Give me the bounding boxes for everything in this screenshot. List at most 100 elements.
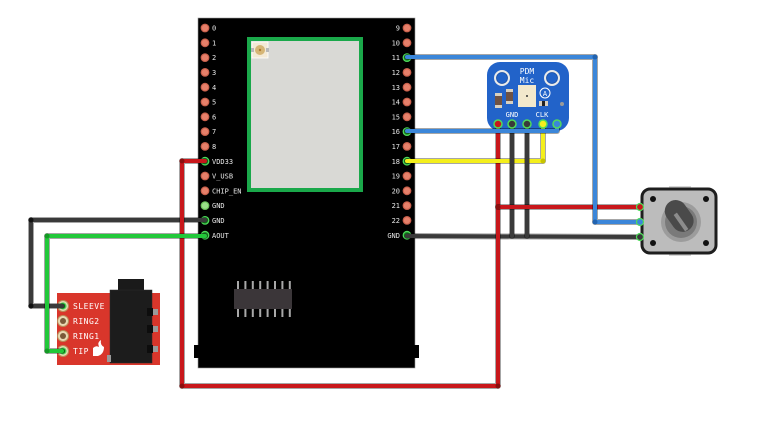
board-pin-left-11[interactable] bbox=[200, 186, 210, 196]
board-pin-label: 16 bbox=[392, 128, 400, 136]
ic-pin bbox=[274, 281, 276, 289]
pot-pin-header bbox=[635, 202, 645, 242]
board-pin-label: 9 bbox=[396, 25, 400, 33]
board-pin-label: GND bbox=[212, 202, 225, 210]
wire-bend-dot bbox=[179, 158, 185, 164]
board-pin-right-6[interactable] bbox=[402, 112, 412, 122]
board-pin-label: AOUT bbox=[212, 232, 230, 240]
ic-pin bbox=[274, 309, 276, 317]
board-pin-left-7[interactable] bbox=[200, 127, 210, 137]
board-pin-left-8[interactable] bbox=[200, 141, 210, 151]
pot-mount-hole bbox=[703, 196, 709, 202]
board-pin-right-11[interactable] bbox=[402, 186, 412, 196]
board-pin-left-5[interactable] bbox=[200, 97, 210, 107]
board-side-notch bbox=[194, 345, 419, 358]
board-pin-left-0[interactable] bbox=[200, 23, 210, 33]
mic-pin-label-gnd: GND bbox=[506, 111, 519, 119]
board-pin-label: 0 bbox=[212, 25, 216, 33]
board-pin-label: 4 bbox=[212, 84, 216, 92]
board-pin-label: 2 bbox=[212, 54, 216, 62]
ic-pin bbox=[237, 281, 239, 289]
board-pin-label: 3 bbox=[212, 69, 216, 77]
wire-gnd-to-pot[interactable] bbox=[404, 233, 643, 240]
mic-title-line2: Mic bbox=[520, 76, 535, 85]
pot-knob[interactable] bbox=[660, 196, 701, 242]
jack-pin-label: TIP bbox=[73, 347, 89, 356]
mic-pin-gnd[interactable] bbox=[507, 119, 517, 129]
board-pin-left-12[interactable] bbox=[200, 201, 210, 211]
board-pin-right-8[interactable] bbox=[402, 141, 412, 151]
ic-pin bbox=[259, 309, 262, 317]
wire-bend-dot bbox=[28, 303, 34, 309]
board-pin-left-10[interactable] bbox=[200, 171, 210, 181]
resistor-icon bbox=[495, 93, 502, 108]
microphone-sensor-icon bbox=[518, 85, 536, 107]
wire-bend-dot bbox=[44, 348, 50, 354]
pdm-mic-breakout[interactable]: PDM Mic A GND CLK bbox=[487, 62, 569, 131]
flame-logo-icon bbox=[93, 340, 104, 356]
board-pin-left-1[interactable] bbox=[200, 38, 210, 48]
ic-chip-body bbox=[234, 289, 292, 309]
capacitor-icon bbox=[539, 101, 548, 106]
board-pin-label: VDD33 bbox=[212, 158, 233, 166]
wire-bend-dot bbox=[28, 217, 34, 223]
pot-mount-hole bbox=[650, 196, 656, 202]
pot-pin-top[interactable] bbox=[635, 202, 645, 212]
mic-pin-1[interactable] bbox=[493, 119, 503, 129]
board-pin-label: 20 bbox=[392, 187, 400, 195]
board-pin-left-2[interactable] bbox=[200, 53, 210, 62]
board-pin-label: 5 bbox=[212, 99, 216, 107]
wire-bend-dot bbox=[592, 219, 598, 225]
pot-pin-middle[interactable] bbox=[635, 217, 645, 227]
board-pin-label: CHIP_EN bbox=[212, 187, 242, 195]
pot-pin-bottom[interactable] bbox=[635, 232, 645, 242]
board-pin-left-6[interactable] bbox=[200, 112, 210, 122]
board-pin-label: 18 bbox=[392, 158, 400, 166]
jack-pin-ring2[interactable] bbox=[60, 318, 66, 324]
jack-pin-ring1[interactable] bbox=[60, 333, 66, 339]
board-pin-right-3[interactable] bbox=[402, 67, 412, 77]
mic-pin-label-clk: CLK bbox=[536, 111, 549, 119]
wire-gpio11-to-pot[interactable] bbox=[404, 54, 643, 225]
ic-pin bbox=[281, 281, 284, 289]
board-pin-label: 1 bbox=[212, 39, 216, 47]
board-pin-label: 8 bbox=[212, 143, 216, 151]
ic-pin bbox=[266, 309, 269, 317]
board-pin-right-0[interactable] bbox=[402, 23, 412, 33]
ic-pin bbox=[251, 281, 254, 289]
mic-pin-5[interactable] bbox=[552, 119, 562, 129]
mic-pin-3[interactable] bbox=[522, 119, 532, 129]
wire-core bbox=[405, 234, 642, 239]
jack-pin-label: RING1 bbox=[73, 332, 100, 341]
board-pin-left-4[interactable] bbox=[200, 82, 210, 92]
board-pin-right-13[interactable] bbox=[402, 215, 412, 225]
adafruit-logo-icon bbox=[539, 87, 551, 99]
ic-pin bbox=[288, 281, 291, 289]
board-pin-right-5[interactable] bbox=[402, 97, 412, 107]
mic-title-line1: PDM bbox=[520, 67, 535, 76]
ic-pin bbox=[244, 281, 247, 289]
board-pin-label: 6 bbox=[212, 113, 216, 121]
wifi-module bbox=[247, 37, 363, 192]
module-shield bbox=[251, 41, 359, 188]
board-pin-right-4[interactable] bbox=[402, 82, 412, 92]
jack-pin-label: SLEEVE bbox=[73, 302, 105, 311]
board-pin-left-3[interactable] bbox=[200, 67, 210, 77]
wire-aout-to-tip[interactable] bbox=[44, 233, 208, 354]
board-pin-right-10[interactable] bbox=[402, 171, 412, 181]
board-pin-right-1[interactable] bbox=[402, 38, 412, 48]
board-pin-right-12[interactable] bbox=[402, 201, 412, 211]
mic-pin-clk[interactable] bbox=[538, 119, 548, 129]
wire-bend-dots bbox=[28, 54, 598, 389]
ic-pin bbox=[259, 281, 262, 289]
wire-bend-dot bbox=[495, 204, 501, 210]
potentiometer[interactable] bbox=[640, 186, 718, 256]
board-pin-label: 7 bbox=[212, 128, 216, 136]
board-pin-label: GND bbox=[212, 217, 225, 225]
wire-bend-dot bbox=[540, 158, 546, 164]
wire-bend-dot bbox=[179, 383, 185, 389]
board-pin-label: 22 bbox=[392, 217, 400, 225]
